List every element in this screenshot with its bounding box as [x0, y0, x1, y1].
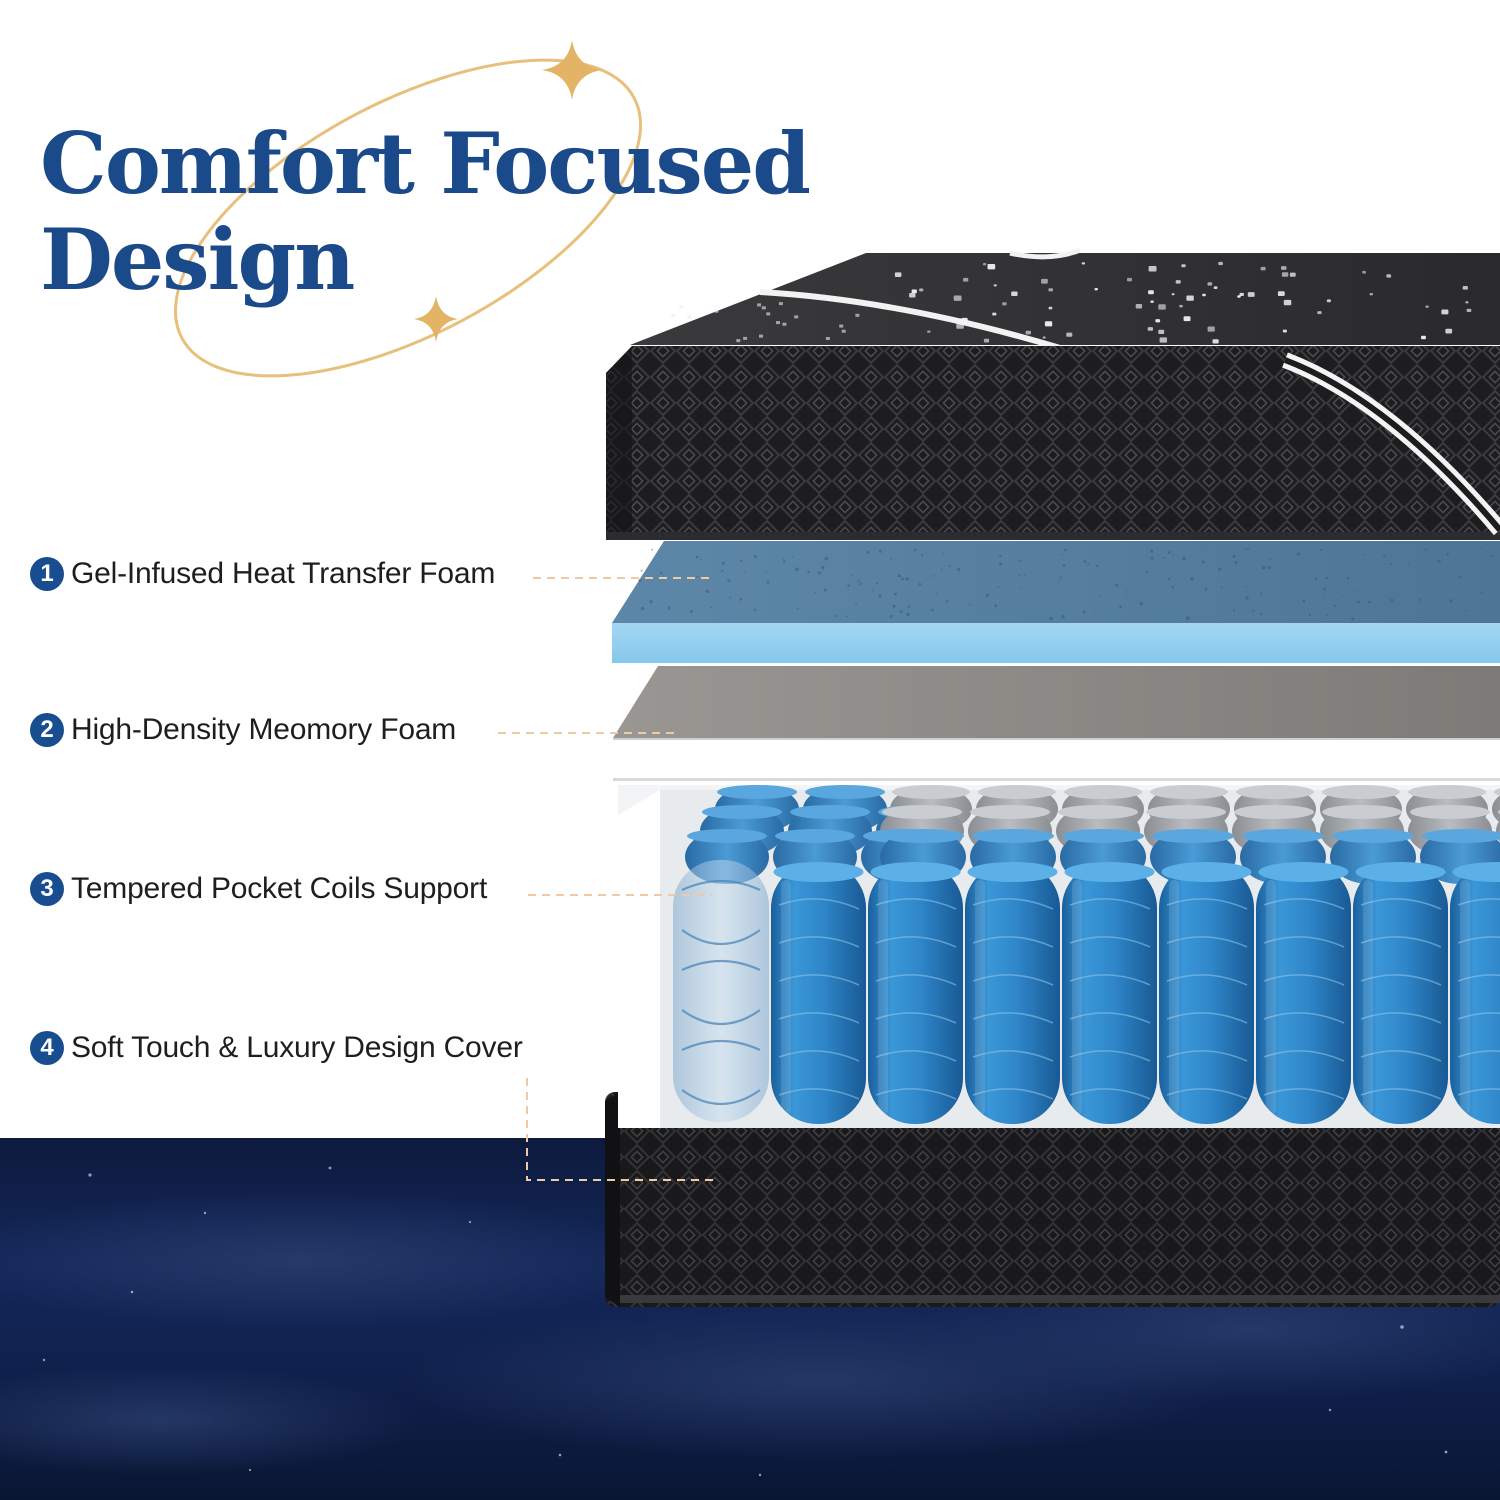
- layer-label-gel-foam: 1 Gel-Infused Heat Transfer Foam: [30, 557, 495, 591]
- pocket-coil-layer: [618, 785, 1500, 1128]
- layer-label-text: Soft Touch & Luxury Design Cover: [71, 1031, 523, 1064]
- layer-label-text: High-Density Meomory Foam: [71, 713, 457, 746]
- layer-label-text: Gel-Infused Heat Transfer Foam: [71, 557, 496, 590]
- base-cover-layer: [605, 1092, 1500, 1307]
- layer-label-pocket-coils: 3 Tempered Pocket Coils Support: [30, 872, 487, 906]
- number-badge: 2: [30, 713, 64, 747]
- sparkle-star-icon: [414, 40, 602, 342]
- headline-line-2: Design: [40, 210, 355, 309]
- headline-line-1: Comfort Focused: [40, 114, 811, 213]
- memory-foam-layer: [613, 666, 1500, 781]
- number-badge: 3: [30, 872, 64, 906]
- leader-lines: [498, 577, 715, 1181]
- layer-label-cover: 4 Soft Touch & Luxury Design Cover: [30, 1031, 523, 1065]
- coil-cutaway-detail: [673, 860, 769, 1122]
- gel-foam-layer: [612, 541, 1500, 663]
- number-badge: 4: [30, 1031, 64, 1065]
- top-cover-layer: [606, 247, 1500, 540]
- layer-label-memory-foam: 2 High-Density Meomory Foam: [30, 713, 456, 747]
- number-badge: 1: [30, 557, 64, 591]
- gold-orbit-decoration: [173, 58, 643, 378]
- layer-label-text: Tempered Pocket Coils Support: [71, 872, 488, 905]
